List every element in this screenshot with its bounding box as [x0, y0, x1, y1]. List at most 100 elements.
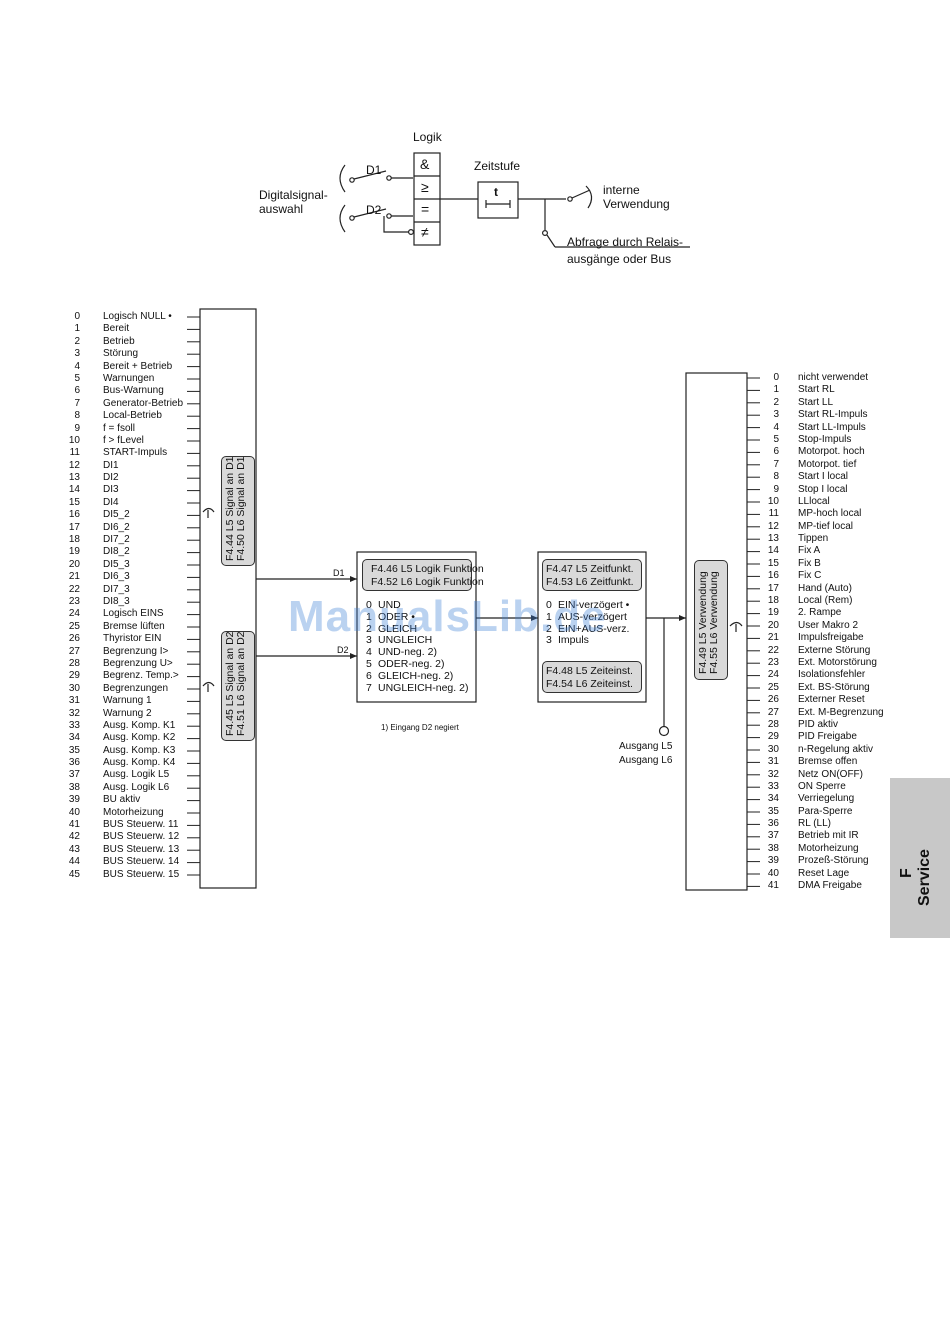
input-signal-item: 14 DI3: [60, 484, 200, 496]
input-signal-number: 2: [74, 335, 80, 347]
signal-d2-line2: F4.51 L6 Signal an D2: [235, 631, 247, 737]
input-signal-label: Begrenzung I>: [103, 645, 169, 657]
input-signal-number: 18: [68, 534, 80, 546]
logic-header-line2: F4.52 L6 Logik Funktion: [371, 576, 484, 588]
output-usage-label: Stop-Impuls: [798, 433, 852, 445]
output-usage-label: Start I local: [798, 471, 849, 483]
output-usage-number: 5: [773, 433, 779, 445]
input-signal-number: 42: [68, 831, 80, 843]
output-usage-number: 6: [773, 446, 779, 458]
verwendung-line2: F4.55 L6 Verwendung: [708, 571, 720, 674]
output-usage-number: 1: [773, 384, 779, 396]
section-tab-letter: F: [898, 868, 915, 878]
input-signal-label: Ausg. Logik L5: [103, 769, 170, 781]
output-usage-number: 38: [767, 842, 779, 854]
input-signal-label: Logisch EINS: [103, 608, 164, 620]
input-signal-number: 36: [68, 757, 80, 769]
input-signal-number: 34: [68, 732, 80, 744]
input-signal-label: DI5_3: [103, 558, 130, 570]
output-usage-label: PID aktiv: [798, 718, 839, 730]
output-usage-number: 19: [767, 607, 779, 619]
input-signal-label: DI3: [103, 484, 119, 496]
input-signal-number: 9: [74, 422, 80, 434]
input-signal-label: Generator-Betrieb: [103, 397, 184, 409]
time-footer-line2: F4.54 L6 Zeiteinst.: [546, 678, 633, 690]
input-signal-number: 43: [68, 843, 80, 855]
input-signal-label: Ausg. Komp. K1: [103, 719, 176, 731]
input-signal-label: DI2: [103, 472, 119, 484]
interne-label-1: interne: [603, 183, 640, 197]
input-signal-label: DI5_2: [103, 509, 130, 521]
input-signal-label: Ausg. Komp. K4: [103, 757, 176, 769]
output-usage-label: DMA Freigabe: [798, 880, 862, 892]
output-usage-number: 8: [773, 471, 779, 483]
output-usage-number: 23: [767, 656, 779, 668]
input-signal-label: Bremse lüften: [103, 620, 165, 632]
output-usage-number: 39: [767, 855, 779, 867]
input-signal-number: 37: [68, 769, 80, 781]
output-usage-label: 2. Rampe: [798, 607, 842, 619]
input-signal-label: DI4: [103, 496, 119, 508]
input-signal-number: 13: [68, 472, 80, 484]
input-signal-label: Bereit: [103, 323, 130, 335]
output-usage-label: Bremse offen: [798, 756, 858, 768]
signal-d2-parameter-box: F4.45 L5 Signal an D2 F4.51 L6 Signal an…: [221, 631, 255, 741]
logic-option-label: UNGLEICH-neg. 2): [378, 681, 469, 694]
input-signal-number: 7: [74, 397, 80, 409]
output-usage-number: 34: [767, 793, 779, 805]
input-signal-item: 3 Störung: [60, 348, 200, 360]
logic-option-number: 7: [366, 681, 372, 694]
output-usage-label: LLlocal: [798, 495, 830, 507]
input-signal-number: 14: [68, 484, 80, 496]
input-signal-item: 22 DI7_3: [60, 584, 200, 596]
input-signal-label: DI7_3: [103, 583, 130, 595]
output-usage-number: 7: [773, 458, 779, 470]
logic-option-label: ODER •: [378, 610, 415, 623]
time-option-number: 0: [546, 599, 552, 611]
time-option-label: EIN-verzögert •: [558, 599, 630, 611]
input-signal-number: 41: [68, 819, 80, 831]
output-usage-number: 25: [767, 681, 779, 693]
output-usage-number: 32: [767, 768, 779, 780]
input-signal-item: 37 Ausg. Logik L5: [60, 769, 200, 781]
logic-option-number: 5: [366, 657, 372, 670]
input-signal-label: f > fLevel: [103, 434, 144, 446]
output-usage-number: 37: [767, 830, 779, 842]
output-usage-label: Externe Störung: [798, 644, 871, 656]
input-signal-number: 22: [68, 583, 80, 595]
ge-symbol: ≥: [421, 179, 429, 195]
input-signal-number: 3: [74, 348, 80, 360]
input-signal-number: 19: [68, 546, 80, 558]
output-usage-number: 11: [768, 508, 779, 520]
input-signal-number: 4: [74, 360, 80, 372]
input-signal-label: Störung: [103, 348, 139, 360]
section-tab-service[interactable]: F Service: [890, 778, 950, 938]
time-header-line1: F4.47 L5 Zeitfunkt.: [546, 563, 634, 575]
output-usage-label: Start LL-Impuls: [798, 421, 866, 433]
input-signal-label: DI8_2: [103, 546, 130, 558]
